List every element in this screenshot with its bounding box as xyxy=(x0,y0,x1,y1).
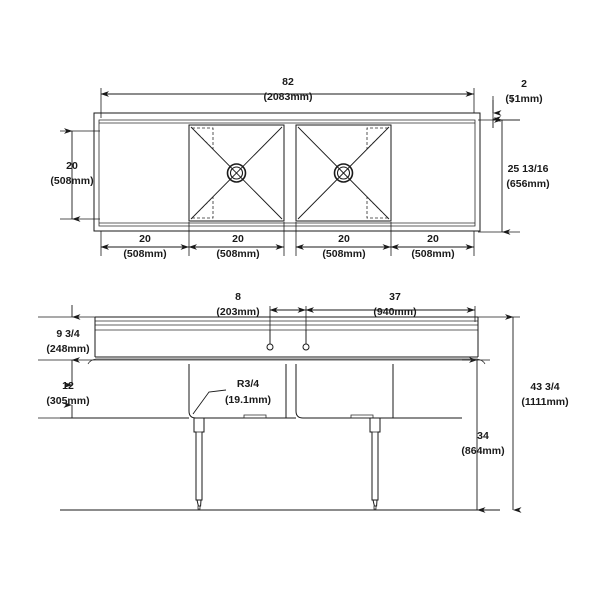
dim-faucet-to-end-imperial: 37 xyxy=(389,291,401,303)
dim-work-height-imperial: 34 xyxy=(477,430,489,442)
dim-segment-4-imperial: 20 xyxy=(427,233,439,245)
dim-body-depth: 25 13/16 (656mm) xyxy=(478,117,550,235)
callout-radius-metric: (19.1mm) xyxy=(225,394,271,406)
faucet-hole-right xyxy=(302,343,310,351)
dim-overall-width-imperial: 82 xyxy=(282,76,294,88)
dim-faucet-spacing-metric: (203mm) xyxy=(216,306,259,318)
dim-overall-width: 82 (2083mm) xyxy=(100,76,475,118)
dim-overall-height-imperial: 43 3/4 xyxy=(530,381,559,393)
dim-overall-width-metric: (2083mm) xyxy=(263,91,312,103)
dim-overall-height: 43 3/4 (1111mm) xyxy=(470,314,569,513)
dim-backsplash-height: 9 3/4 (248mm) xyxy=(38,305,95,372)
callout-radius-imperial: R3/4 xyxy=(237,378,259,390)
dim-segment-2-imperial: 20 xyxy=(232,233,244,245)
dim-bowl-depth-metric: (305mm) xyxy=(46,395,89,407)
leg-left xyxy=(193,417,205,510)
dim-segment-1-metric: (508mm) xyxy=(123,248,166,260)
dim-segment-chain: 20 (508mm) 20 (508mm) 20 (508mm) 20 (508… xyxy=(100,222,475,260)
dim-segment-2-metric: (508mm) xyxy=(216,248,259,260)
dim-rim-width-metric: (51mm) xyxy=(505,93,542,105)
faucet-hole-left xyxy=(266,343,274,351)
dim-segment-3-metric: (508mm) xyxy=(322,248,365,260)
dim-overall-depth-metric: (508mm) xyxy=(50,175,93,187)
bowl-right-corner-tr xyxy=(366,127,389,150)
dim-overall-depth: 20 (508mm) xyxy=(50,128,100,222)
bowl-left-corner-bl xyxy=(191,196,214,219)
bowl-left xyxy=(188,124,285,222)
dim-rim-width-imperial: 2 xyxy=(521,78,527,90)
dim-body-depth-imperial: 25 13/16 xyxy=(508,163,549,175)
dim-segment-4-metric: (508mm) xyxy=(411,248,454,260)
faucet-holes xyxy=(266,330,310,351)
bowl-bodies-front xyxy=(60,364,462,419)
dim-segment-3-imperial: 20 xyxy=(338,233,350,245)
front-view-group: 8 (203mm) 37 (940mm) 9 3/4 (248mm) 12 (3… xyxy=(38,291,569,513)
bowl-right xyxy=(295,124,392,222)
dim-overall-depth-imperial: 20 xyxy=(66,160,78,172)
bowl-left-corner-tl xyxy=(191,127,214,150)
dim-overall-height-metric: (1111mm) xyxy=(521,396,568,408)
dim-faucet-to-end-metric: (940mm) xyxy=(373,306,416,318)
leg-left-foot xyxy=(196,499,202,507)
dim-work-height-metric: (864mm) xyxy=(461,445,504,457)
dim-backsplash-height-imperial: 9 3/4 xyxy=(56,328,80,340)
callout-corner-radius: R3/4 (19.1mm) xyxy=(192,378,271,415)
dim-bowl-depth-imperial: 12 xyxy=(62,380,74,392)
dim-segment-1-imperial: 20 xyxy=(139,233,151,245)
dim-faucet-spacing-imperial: 8 xyxy=(235,291,241,303)
dim-faucet-to-end: 37 (940mm) xyxy=(305,291,476,322)
bowl-right-corner-br xyxy=(366,196,389,219)
backsplash-body xyxy=(87,316,486,365)
dim-work-height: 34 (864mm) xyxy=(461,357,505,513)
sink-deck-outline xyxy=(93,112,481,232)
top-view-group: 82 (2083mm) 2 (51mm) 25 13/16 (656mm) 2 xyxy=(50,76,549,260)
leg-right-foot xyxy=(372,499,378,507)
dim-backsplash-height-metric: (248mm) xyxy=(46,343,89,355)
leg-right xyxy=(369,417,381,510)
dim-body-depth-metric: (656mm) xyxy=(506,178,549,190)
